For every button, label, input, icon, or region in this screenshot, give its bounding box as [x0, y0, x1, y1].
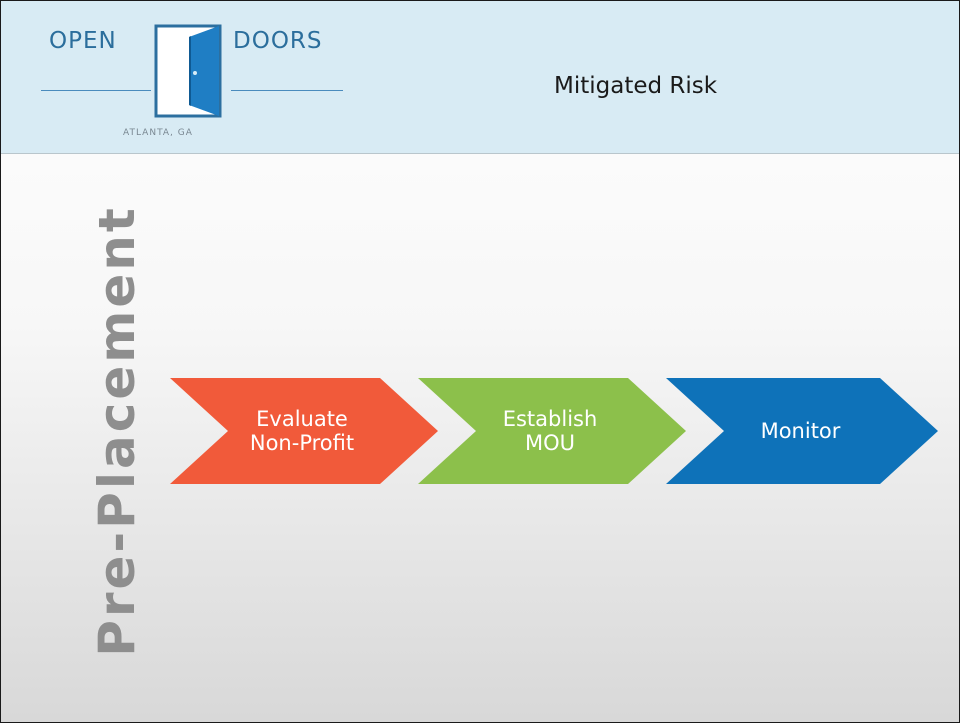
- process-chevrons: [170, 378, 938, 484]
- step-evaluate-line1: Evaluate: [256, 407, 348, 431]
- logo-underline-right: [231, 90, 343, 91]
- step-establish-line1: Establish: [502, 407, 598, 431]
- logo-word-open: OPEN: [49, 28, 117, 54]
- step-monitor: Monitor: [723, 375, 878, 487]
- chevron-establish: [418, 378, 686, 484]
- chevron-monitor: [666, 378, 938, 484]
- chevron-evaluate: [170, 378, 438, 484]
- step-establish: Establish MOU: [475, 375, 625, 487]
- process-flow: Evaluate Non-Profit Establish MOU Monito…: [167, 375, 942, 487]
- step-evaluate-line2: Non-Profit: [249, 431, 355, 455]
- slide-header: OPEN DOORS ATLANTA, GA Mitigated Risk: [1, 1, 959, 154]
- logo-word-doors: DOORS: [233, 28, 323, 54]
- side-label: Pre-Placement: [88, 205, 146, 657]
- step-establish-line2: MOU: [524, 431, 576, 455]
- door-icon: [154, 24, 222, 118]
- logo-underline-left: [41, 90, 151, 91]
- step-monitor-line1: Monitor: [760, 419, 841, 443]
- open-doors-logo: OPEN DOORS ATLANTA, GA: [41, 23, 361, 148]
- step-evaluate: Evaluate Non-Profit: [227, 375, 377, 487]
- logo-city: ATLANTA, GA: [123, 128, 193, 138]
- slide-title: Mitigated Risk: [554, 73, 718, 99]
